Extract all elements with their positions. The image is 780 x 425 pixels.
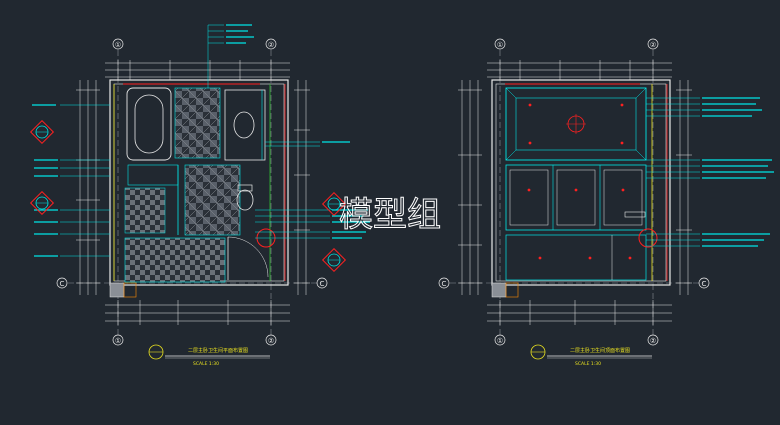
top-dimension-lines [105,60,290,80]
right-dimension-lines [294,80,310,295]
leader-lines [60,24,330,257]
left-dimension-lines [76,80,100,295]
toilet [236,189,254,211]
grid-bubble-top-2: ② [265,38,277,50]
tile-floor [124,187,166,234]
svg-text:①: ① [115,337,121,345]
grid-bubble-top-2: ② [647,38,659,50]
elevation-marker [29,119,55,145]
svg-text:②: ② [650,337,656,345]
bathtub-basin [134,94,164,154]
leader-lines [646,97,700,247]
grid-bubble-bottom-2: ② [265,334,277,346]
svg-text:C: C [442,280,447,288]
outer-wall [109,79,289,286]
door-swing [227,236,269,278]
grid-bubble-top-1: ① [494,38,506,50]
column-stub [505,282,519,298]
grid-bubble-bottom-1: ① [494,334,506,346]
right-title-block: 二层主卧卫生间顶面布置图 SCALE 1:30 [530,344,652,367]
left-title-block: 二层主卧卫生间平面布置图 SCALE 1:30 [148,344,270,367]
column-stub [491,282,507,298]
grid-bubble-bottom-1: ① [112,334,124,346]
shower-bench [127,164,179,186]
elevation-marker [321,191,347,217]
column-stub [109,282,125,298]
toilet-tank [237,184,253,192]
tile-floor [184,164,241,236]
grid-bubble-side-right: C [698,277,710,289]
grid-bubble-top-1: ① [112,38,124,50]
inner-wall [495,83,667,282]
drawing-title: 二层主卧卫生间平面布置图 [188,347,248,354]
right-dimension-lines [676,80,692,295]
svg-text:②: ② [268,337,274,345]
washbasin [233,111,255,139]
tile-floor [174,87,221,159]
drawing-scale: SCALE 1:30 [193,361,219,367]
svg-text:①: ① [497,41,503,49]
downlights [527,103,632,260]
svg-text:C: C [320,280,325,288]
grid-bubble-side-left: C [438,277,450,289]
svg-text:①: ① [115,41,121,49]
drawing-scale: SCALE 1:30 [575,361,601,367]
svg-text:②: ② [650,41,656,49]
ceiling-panel [505,164,647,231]
svg-text:②: ② [268,41,274,49]
bathtub-outline [126,87,172,161]
grid-bubble-side-right: C [316,277,328,289]
ceiling-coffer [505,87,647,161]
ceiling-fixture [638,228,658,248]
tile-floor [124,237,226,283]
drawing-title: 二层主卧卫生间顶面布置图 [570,347,630,354]
vanity-counter [224,89,266,161]
column-stub [123,282,137,298]
svg-text:①: ① [497,337,503,345]
grid-bubble-side-left: C [56,277,68,289]
bottom-dimension-lines [487,300,672,325]
left-floor-plan: ① ② ① ② C C 二层主卧卫生间平面布置图 SCAL [29,24,370,367]
elevation-marker [321,247,347,273]
ceiling-coffer-inner [515,97,637,151]
grid-bubble-bottom-2: ② [647,334,659,346]
watermark: 模型组 [339,195,441,235]
annotation-marks [702,97,774,247]
top-dimension-lines [487,60,672,80]
ceiling-panel [505,234,647,281]
exhaust-fan [624,211,646,218]
elevation-marker [29,190,55,216]
right-ceiling-plan: ① ② ① ② C C 二层主卧卫生间顶面布置图 SCALE 1: [438,38,774,367]
svg-text:C: C [702,280,707,288]
svg-text:C: C [60,280,65,288]
left-dimension-lines [458,80,482,295]
bottom-dimension-lines [105,300,290,325]
outer-wall [491,79,671,286]
